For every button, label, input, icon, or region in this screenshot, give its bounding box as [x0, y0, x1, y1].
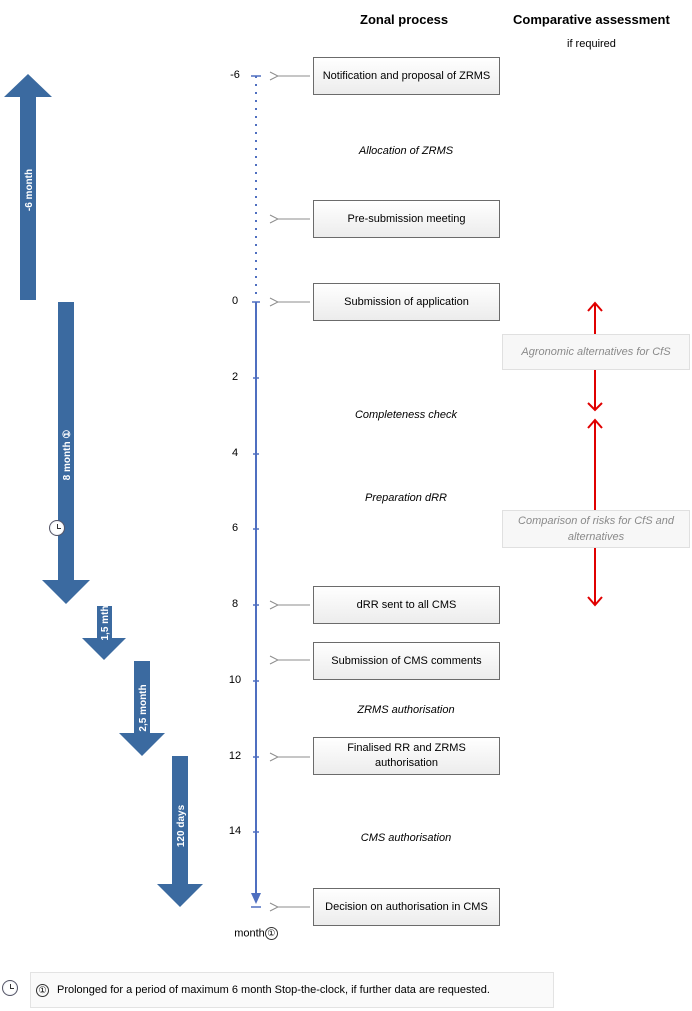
tick-label: 0	[231, 295, 239, 307]
duration-arrow-1-5mth	[82, 606, 126, 660]
header-comparative-assessment: Comparative assessment	[513, 12, 670, 27]
duration-label-2-5month: 2,5 month	[138, 684, 149, 731]
step-drr-sent: dRR sent to all CMS	[313, 586, 500, 624]
step-decision: Decision on authorisation in CMS	[313, 888, 500, 926]
tick-label: 6	[231, 522, 239, 534]
duration-arrow-minus6	[4, 74, 52, 300]
tick-label: -6	[230, 69, 240, 81]
step-pre-submission: Pre-submission meeting	[313, 200, 500, 238]
duration-label-1-5mth: 1,5 mth	[100, 605, 111, 640]
tick-label: 4	[231, 447, 239, 459]
tick-label: 2	[231, 371, 239, 383]
step-notification: Notification and proposal of ZRMS	[313, 57, 500, 95]
duration-label-minus6: -6 month	[24, 169, 35, 211]
tick-label: 8	[231, 598, 239, 610]
duration-arrow-120days	[157, 756, 203, 907]
tick-label: 14	[228, 825, 242, 837]
axis-unit-text: month	[234, 927, 265, 940]
header-zonal-process: Zonal process	[360, 12, 449, 27]
duration-arrow-8month	[42, 302, 90, 604]
axis-unit-marker: ①	[264, 927, 278, 940]
tick-label: 12	[228, 750, 242, 762]
duration-arrow-2-5month	[119, 661, 165, 756]
footnote-clock-icon	[2, 980, 18, 996]
connector-arrows	[278, 76, 310, 907]
footnote-box: ① Prolonged for a period of maximum 6 mo…	[30, 972, 554, 1008]
phase-allocation: Allocation of ZRMS	[358, 145, 454, 157]
tick-label: 10	[228, 674, 242, 686]
timeline-arrowhead	[251, 893, 261, 904]
step-cms-comments: Submission of CMS comments	[313, 642, 500, 680]
phase-preparation: Preparation dRR	[365, 492, 447, 504]
comparative-risks: Comparison of risks for CfS and alternat…	[502, 510, 690, 548]
footnote-marker: ①	[36, 984, 49, 997]
if-required-label: if required	[567, 38, 616, 50]
comparative-agronomic: Agronomic alternatives for CfS	[502, 334, 690, 370]
step-finalised-rr: Finalised RR and ZRMS authorisation	[313, 737, 500, 775]
phase-zrms-authorisation: ZRMS authorisation	[357, 704, 455, 716]
step-submission: Submission of application	[313, 283, 500, 321]
duration-label-120days: 120 days	[176, 804, 187, 847]
phase-completeness: Completeness check	[354, 409, 458, 421]
footnote-text: Prolonged for a period of maximum 6 mont…	[57, 984, 490, 996]
timeline-ticks	[251, 75, 261, 908]
clock-icon	[49, 520, 65, 536]
phase-cms-authorisation: CMS authorisation	[360, 832, 452, 844]
duration-label-8month: 8 month ①	[62, 430, 73, 481]
